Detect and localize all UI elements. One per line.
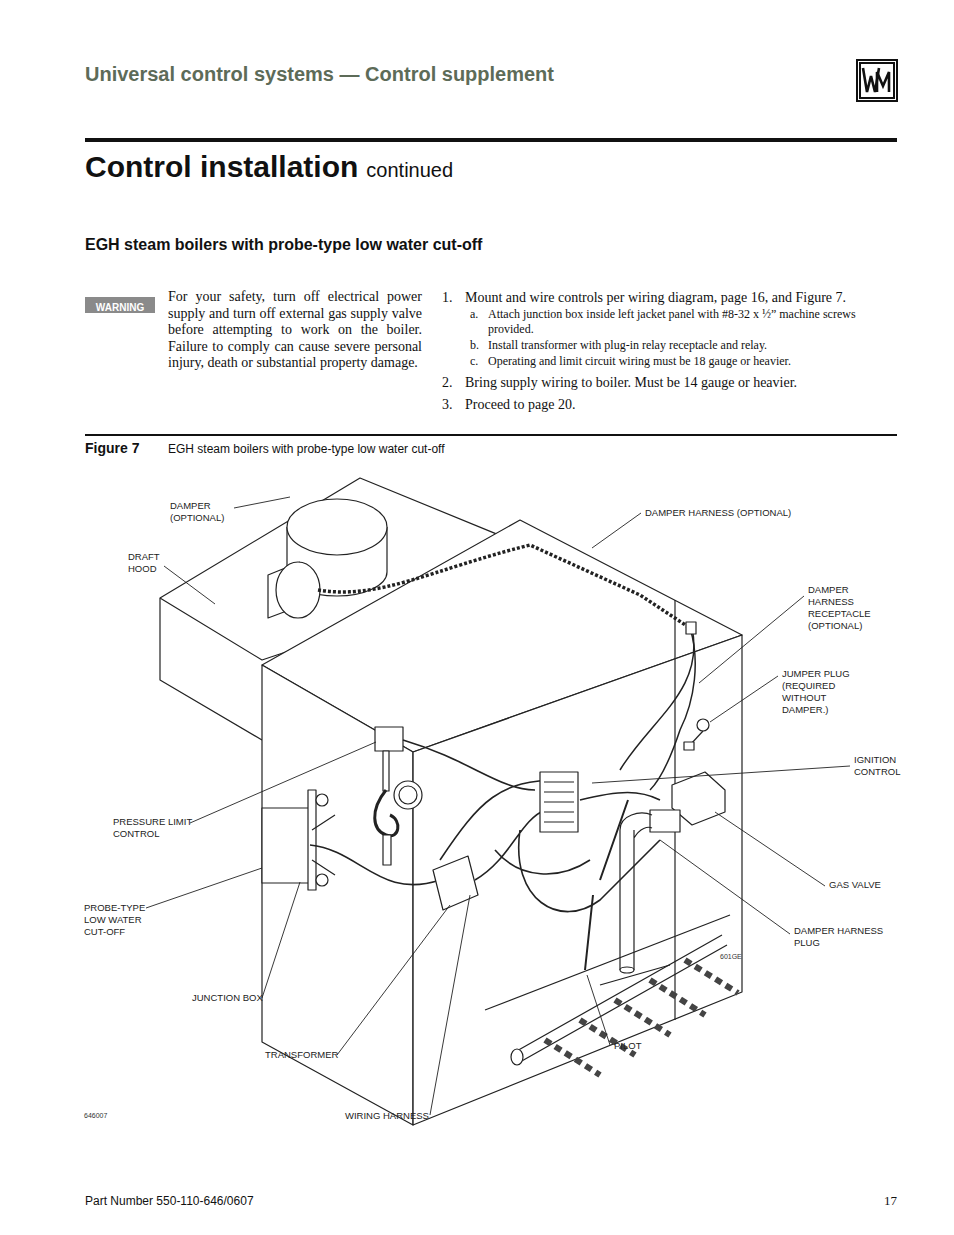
step-row: a.Attach junction box inside left jacket… — [442, 307, 897, 337]
step-row: 3.Proceed to page 20. — [442, 396, 897, 413]
step-text: Install transformer with plug-in relay r… — [488, 338, 897, 353]
part-number: Part Number 550-110-646/0607 — [85, 1194, 254, 1208]
step-text: Mount and wire controls per wiring diagr… — [465, 289, 897, 306]
step-marker: 2. — [442, 374, 465, 391]
warning-badge: WARNING — [85, 297, 155, 313]
step-list: 1.Mount and wire controls per wiring dia… — [442, 289, 897, 413]
figure-number: Figure 7 — [85, 440, 139, 456]
callout-label: JUNCTION BOX — [192, 992, 263, 1004]
callout-label: TRANSFORMER — [265, 1049, 338, 1061]
step-text: Attach junction box inside left jacket p… — [488, 307, 897, 337]
step-marker: 3. — [442, 396, 465, 413]
leader-lines — [146, 497, 850, 1115]
title-line: Control installation continued — [85, 150, 453, 184]
brand-logo — [857, 60, 897, 101]
heading-rule — [85, 138, 897, 142]
step-row: c.Operating and limit circuit wiring mus… — [442, 354, 897, 369]
section-heading: EGH steam boilers with probe-type low wa… — [85, 236, 482, 254]
step-marker: c. — [470, 354, 488, 369]
figure-caption: EGH steam boilers with probe-type low wa… — [168, 442, 445, 456]
callout-label: DAMPER HARNESS (OPTIONAL) — [645, 507, 791, 519]
junction-box — [433, 856, 478, 910]
callout-label: IGNITION CONTROL — [854, 754, 906, 778]
damper-harness — [318, 545, 690, 628]
callout-label: GAS VALVE — [829, 879, 881, 891]
step-marker: b. — [470, 338, 488, 353]
callout-label: DAMPER (OPTIONAL) — [170, 500, 232, 524]
callout-label: DRAFT HOOD — [128, 551, 164, 575]
callout-label: PRESSURE LIMIT CONTROL — [113, 816, 197, 840]
drawing-number: 646007 — [84, 1112, 107, 1119]
page-title: Control installation — [85, 150, 358, 184]
damper — [268, 499, 387, 618]
probe-lwco — [262, 790, 335, 890]
step-marker: a. — [470, 307, 488, 337]
step-text: Proceed to page 20. — [465, 396, 897, 413]
harness-receptacle — [686, 622, 696, 634]
step-text: Operating and limit circuit wiring must … — [488, 354, 897, 369]
step-row: 2.Bring supply wiring to boiler. Must be… — [442, 374, 897, 391]
callout-label: JUMPER PLUG (REQUIRED WITHOUT DAMPER.) — [782, 668, 856, 716]
burners — [511, 935, 738, 1075]
page-number: 17 — [884, 1193, 897, 1209]
figure-rule — [85, 434, 897, 436]
pilot-tube — [585, 800, 628, 970]
callout-label: PROBE-TYPE LOW WATER CUT-OFF — [84, 902, 148, 938]
title-suffix: continued — [366, 159, 453, 182]
control-wiring — [310, 740, 660, 912]
callout-label: DAMPER HARNESS PLUG — [794, 925, 884, 949]
callout-label: DAMPER HARNESS RECEPTACLE (OPTIONAL) — [808, 584, 880, 632]
step-marker: 1. — [442, 289, 465, 306]
drawing-number: 601GE — [720, 953, 742, 960]
warning-body: For your safety, turn off electrical pow… — [168, 289, 422, 372]
pressure-limit-control — [375, 727, 422, 865]
step-row: b.Install transformer with plug-in relay… — [442, 338, 897, 353]
warning-text: WARNING — [96, 302, 144, 313]
wiring-block — [540, 772, 578, 832]
boiler-jacket — [262, 520, 742, 1125]
running-header: Universal control systems — Control supp… — [85, 63, 554, 86]
step-row: 1.Mount and wire controls per wiring dia… — [442, 289, 897, 306]
callout-label: WIRING HARNESS — [345, 1110, 429, 1122]
step-text: Bring supply wiring to boiler. Must be 1… — [465, 374, 897, 391]
jumper-plug — [697, 719, 709, 731]
callout-label: PILOT — [614, 1040, 641, 1052]
